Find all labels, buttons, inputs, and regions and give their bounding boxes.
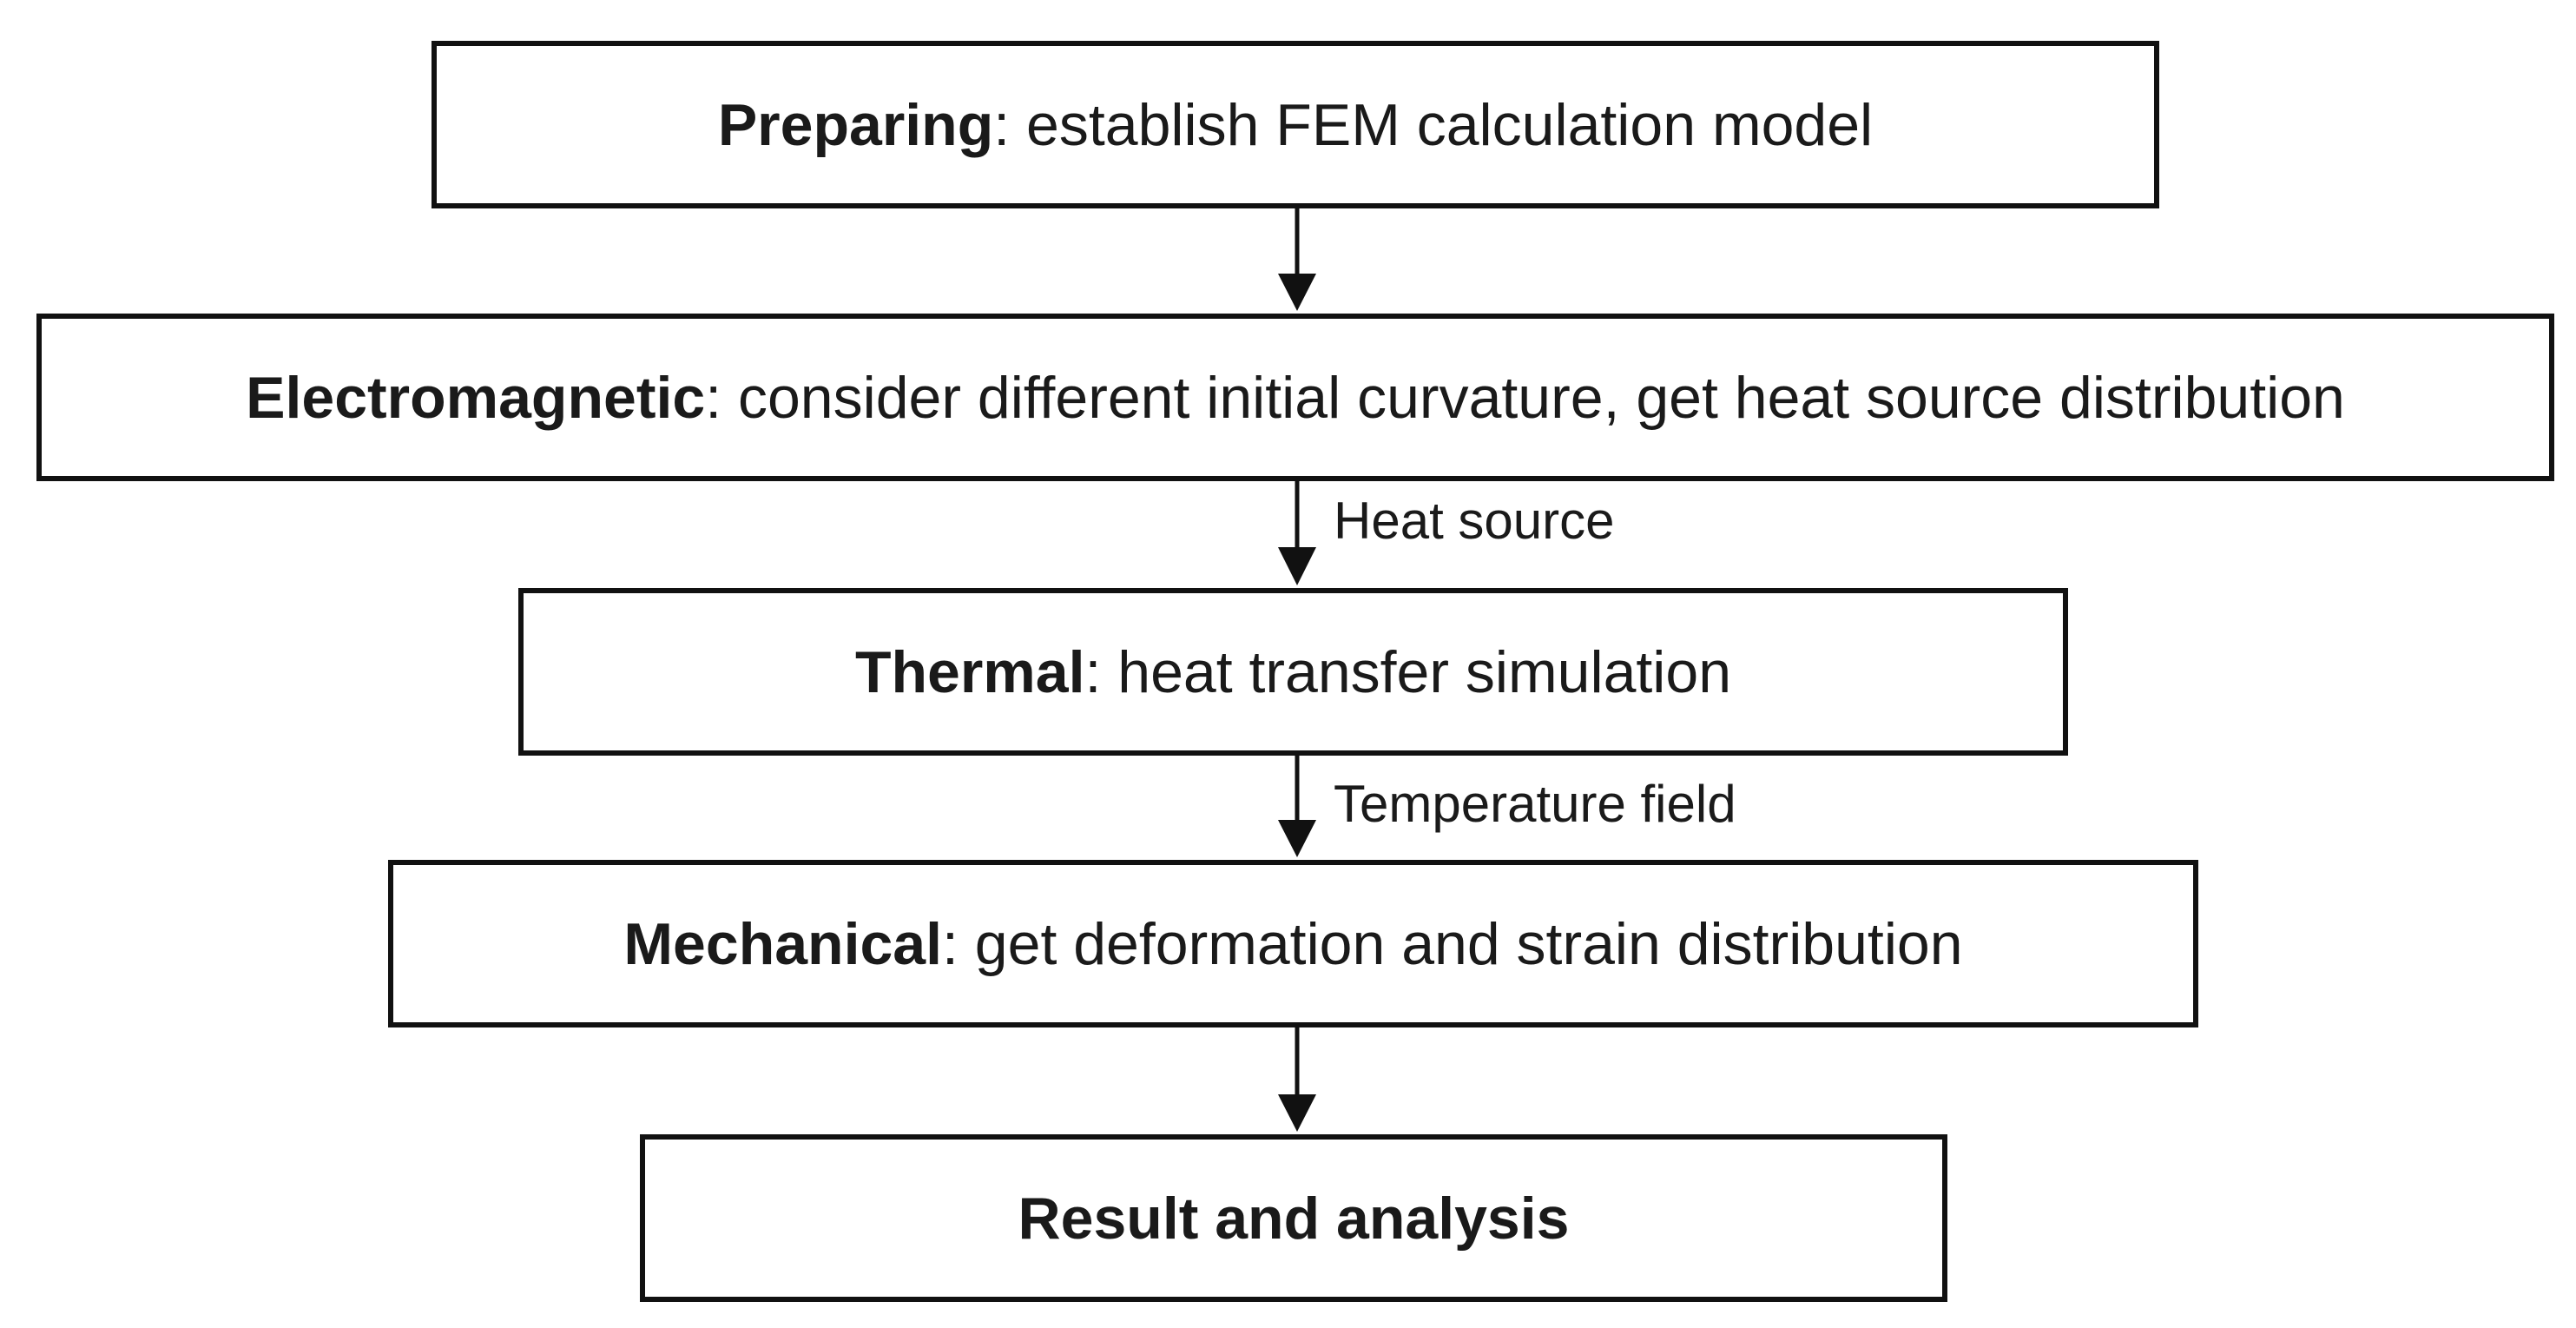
step-preparing: Preparing: establish FEM calculation mod… [432, 41, 2159, 208]
step-description: : get deformation and strain distributio… [942, 910, 1963, 977]
step-title: Preparing [717, 91, 994, 158]
edge-label-heat-source: Heat source [1334, 492, 1615, 550]
arrowhead-preparing-to-electromagnetic [1278, 274, 1316, 311]
arrowhead-electromagnetic-to-thermal [1278, 547, 1316, 585]
step-thermal: Thermal: heat transfer simulation [518, 588, 2068, 756]
step-result: Result and analysis [640, 1134, 1947, 1302]
step-mechanical: Mechanical: get deformation and strain d… [388, 860, 2198, 1027]
edge-label-temperature-field: Temperature field [1334, 775, 1736, 833]
step-description: : consider different initial curvature, … [705, 364, 2345, 431]
step-description: : establish FEM calculation model [993, 91, 1874, 158]
step-description: : heat transfer simulation [1084, 638, 1732, 705]
step-electromagnetic: Electromagnetic: consider different init… [36, 314, 2554, 481]
step-title: Thermal [854, 638, 1085, 705]
step-title: Electromagnetic [246, 364, 706, 431]
arrowhead-thermal-to-mechanical [1278, 820, 1316, 857]
step-title: Mechanical [623, 910, 943, 977]
arrowhead-mechanical-to-result [1278, 1094, 1316, 1132]
step-title: Result and analysis [1018, 1185, 1570, 1252]
